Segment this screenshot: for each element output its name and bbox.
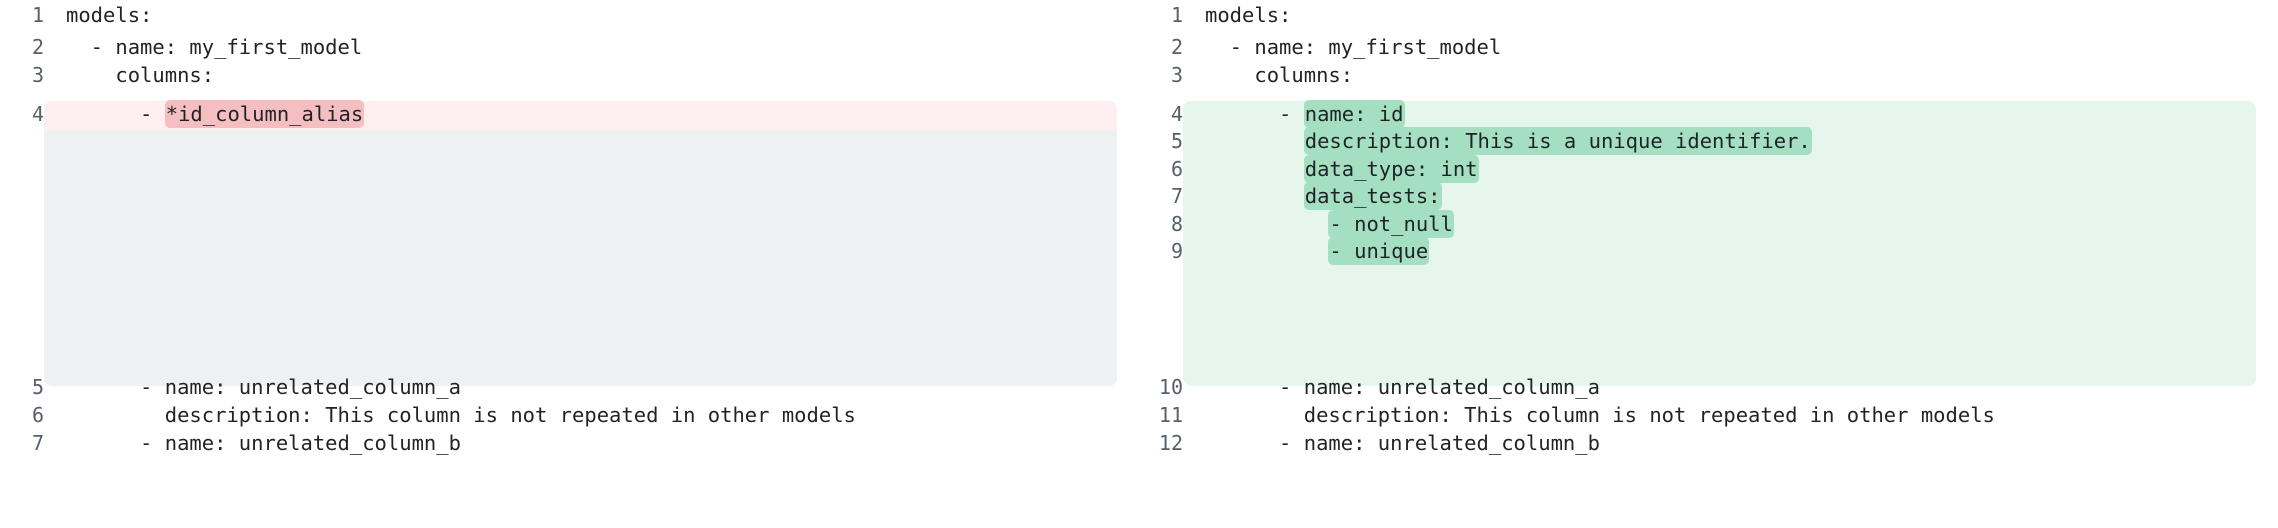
diff-line-row[interactable]: 7 - name: unrelated_column_b <box>0 430 1139 457</box>
line-number: 7 <box>31 431 44 455</box>
line-number: 2 <box>31 35 44 59</box>
line-number: 10 <box>1158 375 1183 399</box>
added-word-highlight: data_tests: <box>1303 182 1442 210</box>
line-number: 7 <box>1170 184 1183 208</box>
code-line-text[interactable]: data_type: int <box>1183 155 2278 183</box>
deleted-word-highlight: *id_column_alias <box>164 100 365 128</box>
added-word-highlight: name: id <box>1303 100 1405 128</box>
code-line-text[interactable]: - name: unrelated_column_a <box>44 374 1139 401</box>
code-segment-plain <box>1205 157 1304 181</box>
diff-line-row[interactable]: 3 columns: <box>1139 62 2278 89</box>
diff-line-row[interactable]: 1 models: <box>0 2 1139 29</box>
diff-line-row[interactable]: 6 data_type: int <box>1139 155 2278 183</box>
diff-line-row[interactable]: 6 description: This column is not repeat… <box>0 402 1139 429</box>
line-number: 8 <box>1170 212 1183 236</box>
code-segment-plain <box>1205 212 1328 236</box>
code-line-text[interactable]: - name: my_first_model <box>1183 34 2278 61</box>
line-number: 4 <box>31 102 44 126</box>
code-segment-plain: models: <box>66 3 153 27</box>
line-number: 2 <box>1170 35 1183 59</box>
diff-line-row[interactable]: 4 - name: id <box>1139 100 2278 128</box>
code-line-text[interactable]: columns: <box>1183 62 2278 89</box>
code-line-text[interactable]: models: <box>1183 2 2278 29</box>
line-number: 6 <box>31 403 44 427</box>
line-number: 1 <box>1170 3 1183 27</box>
line-number: 9 <box>1170 239 1183 263</box>
added-word-highlight: data_type: int <box>1303 155 1479 183</box>
diff-line-row[interactable]: 2 - name: my_first_model <box>0 34 1139 61</box>
code-segment-plain <box>1205 239 1328 263</box>
line-number: 6 <box>1170 157 1183 181</box>
code-segment-plain: - name: unrelated_column_b <box>1205 431 1600 455</box>
diff-line-row[interactable]: 7 data_tests: <box>1139 182 2278 210</box>
code-line-text[interactable]: - name: unrelated_column_a <box>1183 374 2278 401</box>
code-segment-plain: models: <box>1205 3 1292 27</box>
diff-line-row[interactable]: 12 - name: unrelated_column_b <box>1139 430 2278 457</box>
diff-line-row[interactable]: 9 - unique <box>1139 237 2278 265</box>
line-number: 3 <box>31 63 44 87</box>
code-line-text[interactable]: - name: my_first_model <box>44 34 1139 61</box>
code-line-text[interactable]: columns: <box>44 62 1139 89</box>
code-segment-plain: description: This column is not repeated… <box>66 403 856 427</box>
code-line-text[interactable]: - unique <box>1183 237 2278 265</box>
code-segment-plain: description: This column is not repeated… <box>1205 403 1995 427</box>
code-line-text[interactable]: - name: unrelated_column_b <box>44 430 1139 457</box>
diff-line-row[interactable]: 10 - name: unrelated_column_a <box>1139 374 2278 401</box>
line-number: 4 <box>1170 102 1183 126</box>
code-line-text[interactable]: - name: id <box>1183 100 2278 128</box>
line-number: 12 <box>1158 431 1183 455</box>
code-segment-plain: - name: my_first_model <box>66 35 363 59</box>
code-line-text[interactable]: - *id_column_alias <box>44 100 1139 128</box>
code-segment-plain: - name: unrelated_column_b <box>66 431 461 455</box>
line-number: 1 <box>31 3 44 27</box>
diff-line-row[interactable]: 4 - *id_column_alias <box>0 100 1139 128</box>
code-segment-plain <box>1205 129 1304 153</box>
diff-line-row[interactable]: 5 - name: unrelated_column_a <box>0 374 1139 401</box>
added-word-highlight: - unique <box>1328 237 1430 265</box>
code-line-text[interactable]: data_tests: <box>1183 182 2278 210</box>
code-segment-plain: - <box>66 102 165 126</box>
diff-line-row[interactable]: 5 description: This is a unique identifi… <box>1139 127 2278 155</box>
code-segment-plain: - <box>1205 102 1304 126</box>
code-line-text[interactable]: description: This column is not repeated… <box>1183 402 2278 429</box>
diff-line-row[interactable]: 2 - name: my_first_model <box>1139 34 2278 61</box>
code-segment-plain: - name: my_first_model <box>1205 35 1502 59</box>
line-number: 5 <box>31 375 44 399</box>
line-number: 11 <box>1158 403 1183 427</box>
added-word-highlight: description: This is a unique identifier… <box>1303 127 1812 155</box>
diff-line-row[interactable]: 1 models: <box>1139 2 2278 29</box>
code-line-text[interactable]: description: This column is not repeated… <box>44 402 1139 429</box>
code-segment-plain: columns: <box>1205 63 1354 87</box>
code-segment-plain: columns: <box>66 63 215 87</box>
code-segment-plain: - name: unrelated_column_a <box>1205 375 1600 399</box>
code-segment-plain: - name: unrelated_column_a <box>66 375 461 399</box>
line-number: 3 <box>1170 63 1183 87</box>
code-line-text[interactable]: - name: unrelated_column_b <box>1183 430 2278 457</box>
diff-line-row[interactable]: 11 description: This column is not repea… <box>1139 402 2278 429</box>
diff-line-row[interactable]: 8 - not_null <box>1139 210 2278 238</box>
line-number: 5 <box>1170 129 1183 153</box>
code-line-text[interactable]: models: <box>44 2 1139 29</box>
code-line-text[interactable]: - not_null <box>1183 210 2278 238</box>
code-segment-plain <box>1205 184 1304 208</box>
diff-line-row[interactable]: 3 columns: <box>0 62 1139 89</box>
added-word-highlight: - not_null <box>1328 210 1454 238</box>
code-line-text[interactable]: description: This is a unique identifier… <box>1183 127 2278 155</box>
diff-spacer-block <box>44 131 1117 386</box>
